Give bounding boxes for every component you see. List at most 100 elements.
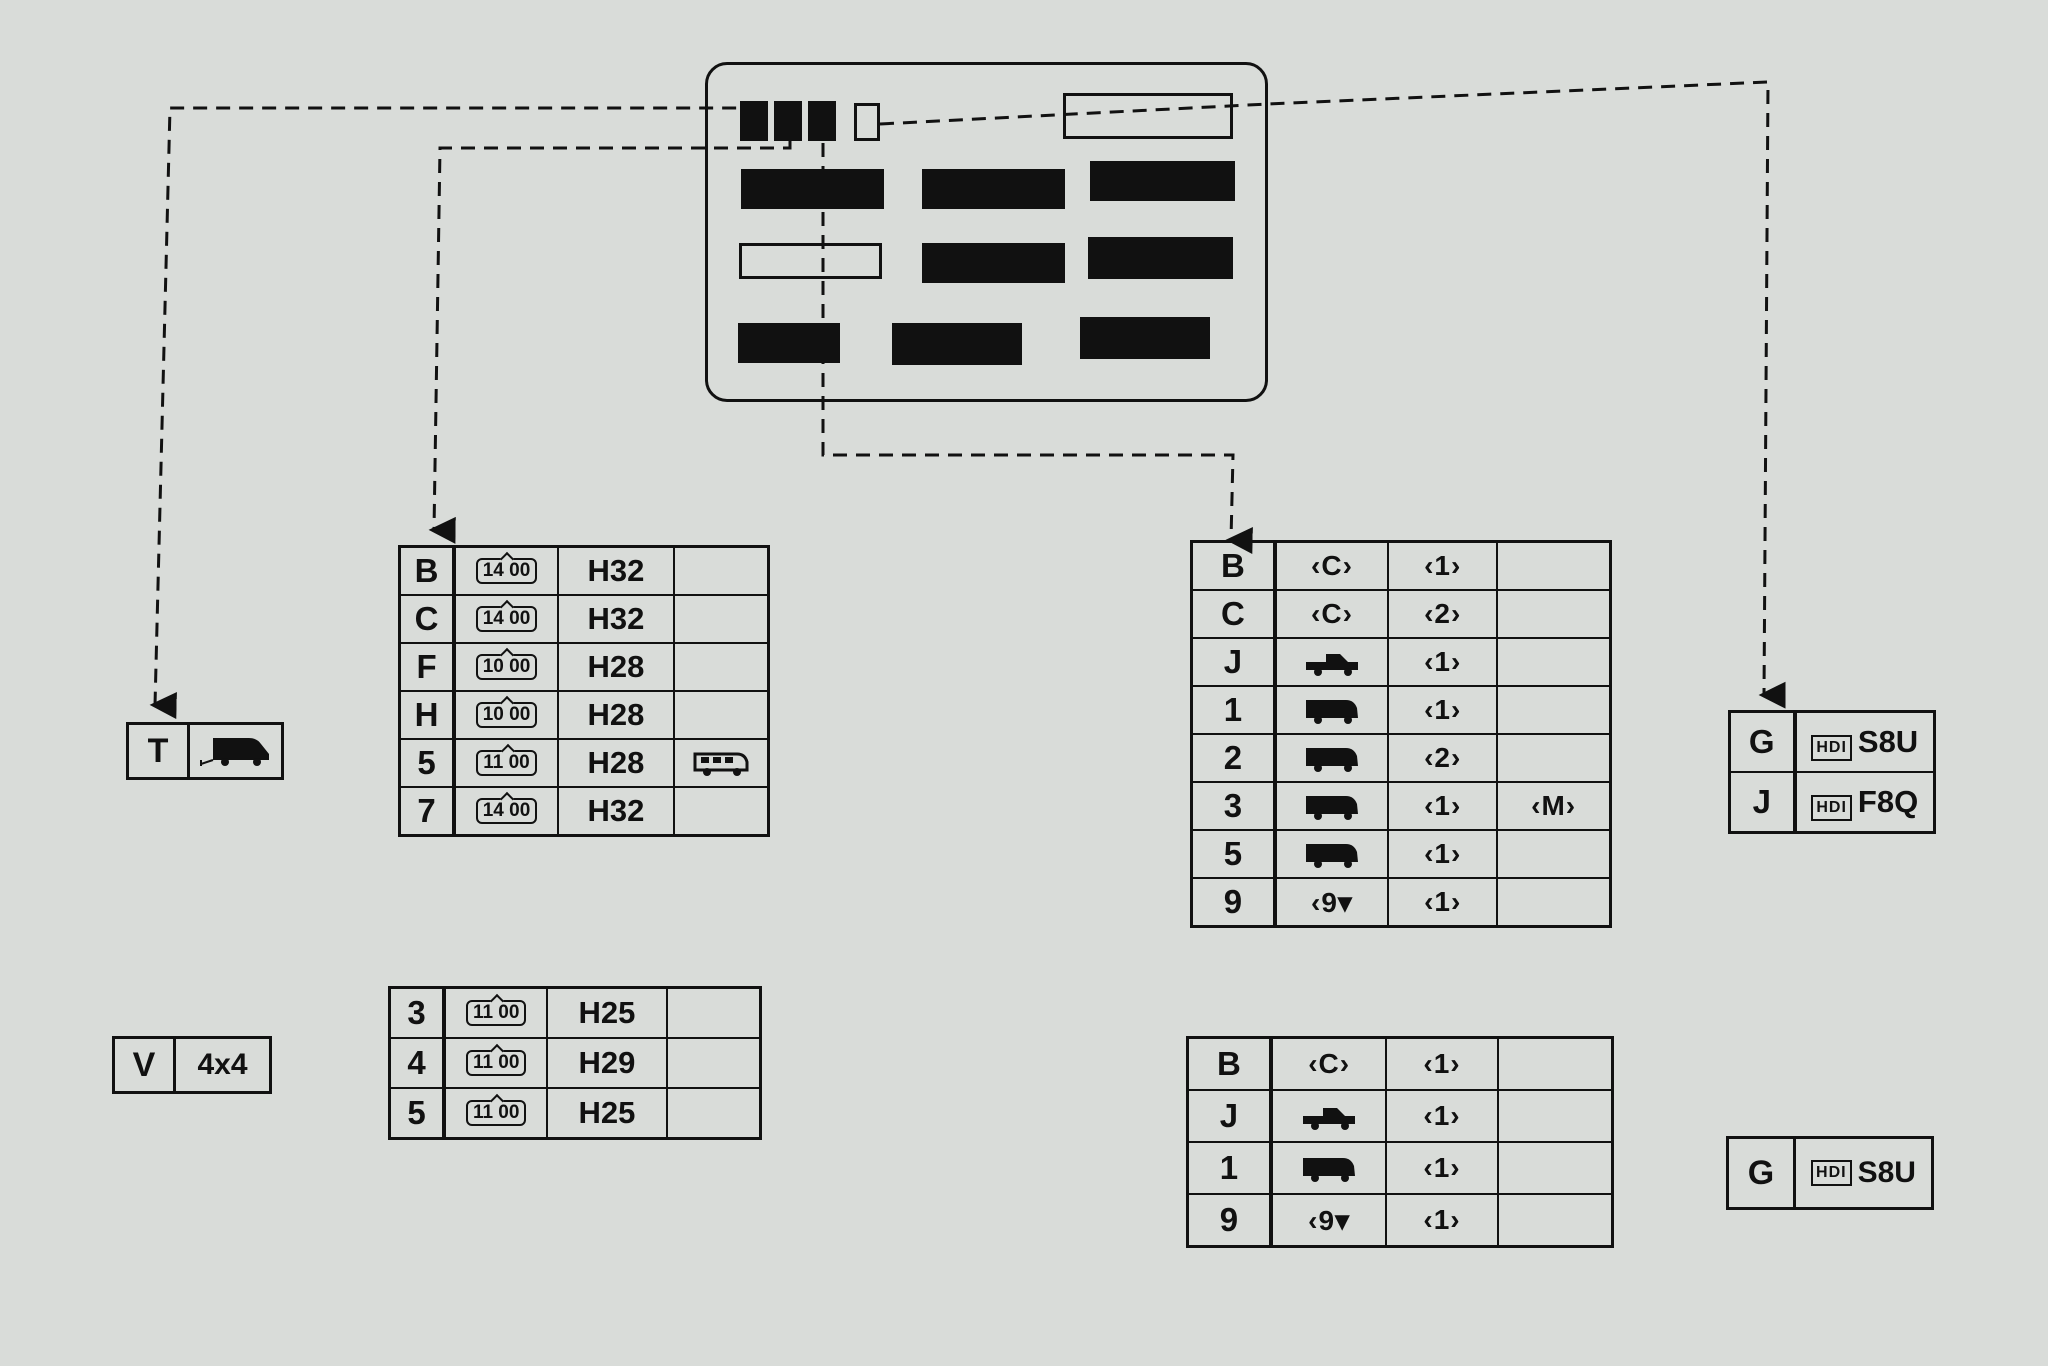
body-symbol: ‹C›: [1311, 550, 1353, 581]
row-value: H25: [546, 1087, 668, 1140]
body-symbol: ‹9▾: [1311, 886, 1353, 918]
table-row: 1 ‹1›: [1190, 685, 1612, 735]
table-row: 2 ‹2›: [1190, 733, 1612, 783]
plate-field: [1090, 161, 1235, 201]
extra-symbol: [1496, 1141, 1614, 1195]
weight-cell: 14 00: [453, 545, 559, 596]
plate-field-segmented: [892, 323, 1022, 365]
door-symbol: ‹1›: [1387, 685, 1499, 735]
van-icon: [1303, 1158, 1356, 1183]
engine-name: F8Q: [1857, 783, 1919, 819]
body-cell: ‹C›: [1269, 1036, 1388, 1091]
body-cell: ‹9▾: [1273, 877, 1390, 928]
door-symbol: ‹1›: [1387, 877, 1499, 928]
plate-field: [741, 169, 884, 209]
tag-engine-bottom: G HDI S8U: [1726, 1136, 1934, 1210]
weight-cell: 11 00: [443, 986, 549, 1039]
plate-field: [922, 169, 1065, 209]
row-code: 1: [1190, 685, 1277, 735]
minibus-icon: [693, 752, 749, 776]
table-row: 9 ‹9▾ ‹1›: [1190, 877, 1612, 928]
hdi-badge: HDI: [1811, 734, 1852, 761]
extra-symbol: [1496, 637, 1612, 687]
row-code: 5: [398, 738, 457, 788]
table-row: 5‹1›: [1190, 829, 1612, 879]
line-to-right-table: [821, 120, 1253, 555]
door-symbol: ‹1›: [1385, 1193, 1499, 1248]
table-row: 1‹1›: [1186, 1141, 1614, 1195]
icon-cell: [673, 738, 770, 788]
weight-badge: 10 00: [475, 654, 538, 680]
door-symbol: ‹1›: [1385, 1036, 1499, 1091]
icon-cell: [665, 1087, 762, 1140]
row-value: H28: [556, 690, 676, 740]
weight-badge: 10 00: [475, 702, 538, 728]
door-symbol: ‹1›: [1385, 1089, 1499, 1143]
van-tow-icon: [190, 725, 281, 777]
weight-badge: 14 00: [475, 606, 538, 632]
row-code: B: [1186, 1036, 1273, 1091]
row-code: 5: [388, 1087, 447, 1140]
body-cell: [1273, 637, 1390, 687]
weight-badge: 11 00: [476, 750, 537, 776]
body-cell: [1273, 829, 1390, 879]
door-symbol: ‹1›: [1387, 540, 1499, 591]
icon-cell: [665, 986, 762, 1039]
row-value: H28: [556, 738, 676, 788]
plate-field-hollow: [739, 243, 882, 279]
row-code: G: [1728, 710, 1797, 773]
door-symbol: ‹2›: [1387, 733, 1499, 783]
tag-v-code: V: [115, 1039, 176, 1091]
row-code: C: [1190, 589, 1277, 639]
table-row: 5 11 00 H28: [398, 738, 770, 788]
weight-badge: 11 00: [465, 1100, 527, 1126]
body-cell: [1273, 685, 1390, 735]
extra-symbol: [1496, 685, 1612, 735]
row-code: 9: [1190, 877, 1277, 928]
body-cell: ‹C›: [1273, 589, 1390, 639]
tag-v-label: 4x4: [197, 1048, 248, 1081]
row-code: 3: [388, 986, 447, 1039]
table-row: 3‹1›‹M›: [1190, 781, 1612, 831]
plate-field: [922, 243, 1065, 283]
icon-cell: [665, 1037, 762, 1089]
plate-digit-1: [740, 101, 768, 141]
plate-digit-2: [774, 101, 802, 141]
row-code: J: [1186, 1089, 1273, 1143]
row-code: C: [398, 594, 457, 644]
pickup-icon: [1303, 1108, 1356, 1131]
row-code: 2: [1190, 733, 1277, 783]
weight-cell: 11 00: [443, 1037, 549, 1089]
table-row: B‹C›‹1›: [1186, 1036, 1614, 1091]
row-value: H28: [556, 642, 676, 692]
hdi-badge: HDI: [1811, 794, 1852, 821]
icon-cell: [673, 545, 770, 596]
plate-field: [1088, 237, 1233, 279]
van-icon: [1305, 796, 1358, 821]
door-symbol: ‹2›: [1387, 589, 1499, 639]
extra-symbol: [1496, 1036, 1614, 1091]
table-row: J‹1›: [1190, 637, 1612, 687]
table-right-top: B‹C›‹1›C‹C›‹2›J‹1›1‹1›2‹2›3‹1›‹M›5‹1›9‹9…: [1190, 540, 1612, 928]
weight-cell: 11 00: [453, 738, 559, 788]
pickup-icon: [1305, 654, 1358, 677]
door-symbol: ‹1›: [1387, 637, 1499, 687]
engine-name: S8U: [1857, 723, 1919, 759]
icon-cell: [673, 642, 770, 692]
row-code: B: [398, 545, 457, 596]
weight-badge: 14 00: [475, 558, 538, 584]
weight-badge: 11 00: [465, 1000, 527, 1026]
extra-symbol: [1496, 829, 1612, 879]
table-row: B‹C›‹1›: [1190, 540, 1612, 591]
door-symbol: ‹1›: [1387, 781, 1499, 831]
